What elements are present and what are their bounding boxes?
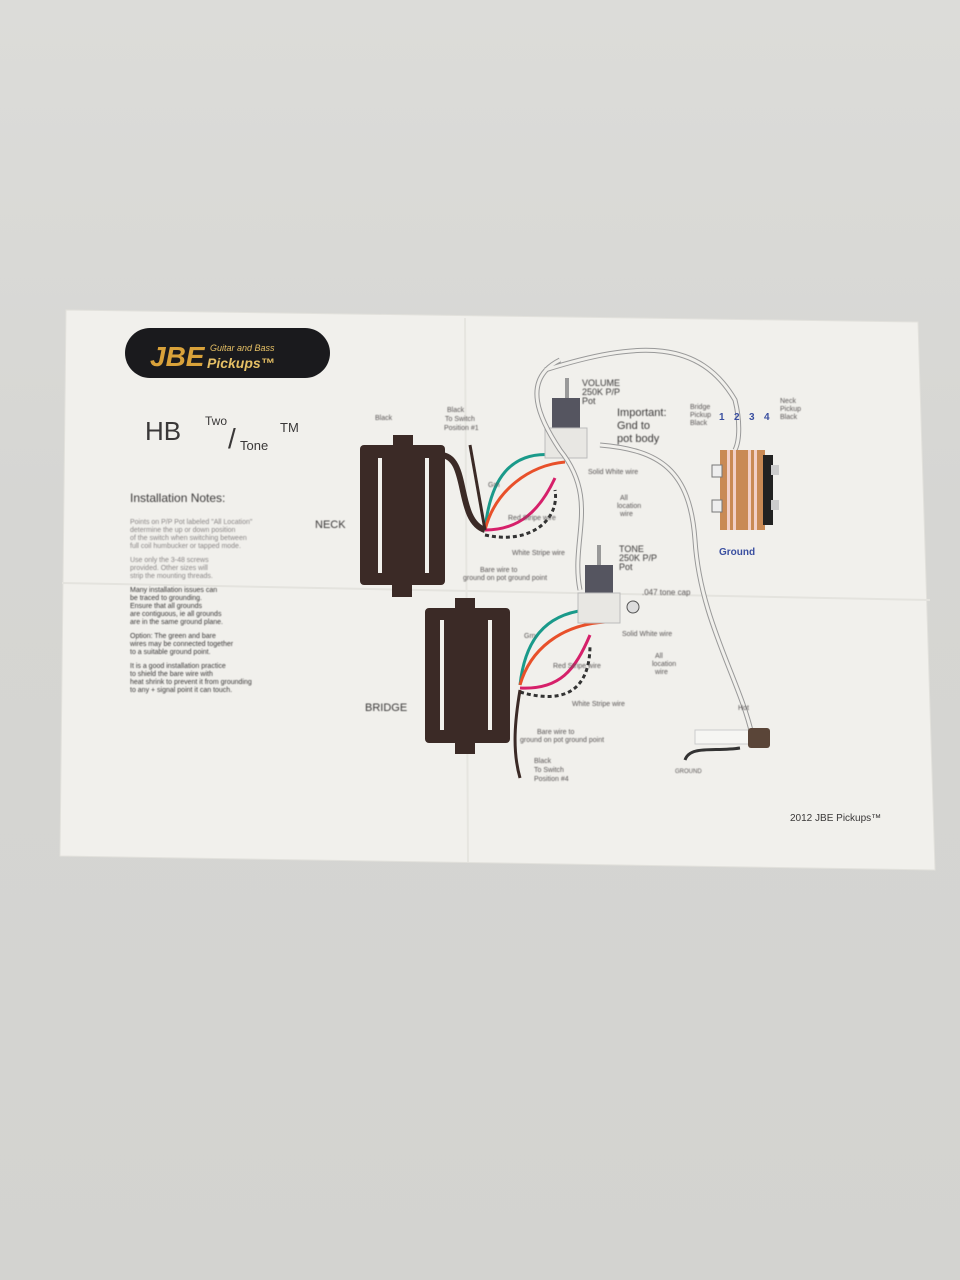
note-line: of the switch when switching between [130, 535, 247, 542]
label-bridge-pickup-2: Pickup [690, 412, 711, 419]
paper-fold-vertical [464, 317, 469, 863]
label-black-sw1: Black [447, 407, 465, 414]
label-black-sw1-2: To Switch [445, 416, 475, 423]
label-neck-pickup-3: Black [780, 414, 798, 421]
switch-number-3: 3 [749, 412, 755, 423]
note-line: are contiguous, ie all grounds [130, 611, 222, 618]
neck-wires [468, 444, 566, 539]
output-jack [683, 728, 770, 761]
label-bare-neck-2: ground on pot ground point [463, 575, 547, 582]
switch-number-4: 4 [764, 412, 770, 423]
label-tone: TONE [619, 544, 644, 554]
label-red-stripe-neck: Red Stripe wire [508, 515, 556, 522]
note-line: determine the up or down position [130, 527, 236, 534]
note-line: are in the same ground plane. [130, 619, 223, 626]
note-line: provided. Other sizes will [130, 565, 208, 572]
logo-line1: Guitar and Bass [210, 343, 275, 353]
label-white-stripe-bridge: White Stripe wire [572, 701, 625, 708]
note-line: It is a good installation practice [130, 663, 226, 670]
jbe-logo: JBE Guitar and Bass Pickups™ [125, 328, 330, 378]
label-neck: NECK [315, 519, 346, 531]
note-line: wires may be connected together [129, 641, 234, 648]
note-line: Option: The green and bare [130, 633, 216, 640]
note-line: Points on P/P Pot labeled "All Location" [130, 519, 253, 526]
label-all-location-bridge-3: wire [654, 669, 668, 676]
note-line: to shield the bare wire with [130, 671, 213, 678]
label-tone-cap: .047 tone cap [642, 588, 691, 597]
label-solid-white-neck: Solid White wire [588, 469, 638, 476]
label-bare-neck: Bare wire to [480, 567, 517, 574]
copyright-text: 2012 JBE Pickups™ [790, 813, 881, 824]
label-important: Important: [617, 407, 667, 419]
label-solid-white-bridge: Solid White wire [622, 631, 672, 638]
title-main: HB [145, 416, 181, 446]
note-line: full coil humbucker or tapped mode. [130, 543, 241, 550]
pickup-selector-switch [711, 450, 779, 530]
label-tone-2: 250K P/P [619, 553, 657, 563]
label-important-2: Gnd to [617, 420, 650, 432]
label-hot: Hot [738, 705, 749, 712]
label-all-location-bridge: All [655, 653, 663, 660]
label-neck-pickup-2: Pickup [780, 406, 801, 413]
label-black: Black [375, 415, 393, 422]
label-white-stripe-neck: White Stripe wire [512, 550, 565, 557]
label-neck-pickup: Neck [780, 398, 796, 405]
bridge-wires [513, 608, 606, 779]
note-line: strip the mounting threads. [130, 573, 213, 580]
tone-cap [626, 600, 640, 614]
label-all-location-neck-3: wire [619, 511, 633, 518]
label-all-location-bridge-2: location [652, 661, 676, 668]
title-tone: Tone [240, 438, 268, 453]
note-line: Ensure that all grounds [130, 603, 202, 610]
tone-pot [577, 545, 640, 624]
label-volume: VOLUME [582, 378, 620, 388]
title-two: Two [205, 414, 227, 428]
logo-brand: JBE [150, 341, 206, 372]
label-volume-3: Pot [582, 396, 596, 406]
note-line: heat shrink to prevent it from grounding [130, 679, 252, 686]
note-line: to a suitable ground point. [130, 649, 211, 656]
label-bare-bridge: Bare wire to [537, 729, 574, 736]
title-slash: / [228, 423, 236, 454]
note-line: Use only the 3-48 screws [130, 557, 209, 564]
switch-number-2: 2 [734, 412, 740, 423]
label-important-3: pot body [617, 433, 660, 445]
label-volume-2: 250K P/P [582, 387, 620, 397]
label-all-location-neck-2: location [617, 503, 641, 510]
note-line: to any + signal point it can touch. [130, 687, 232, 694]
label-bare-bridge-2: ground on pot ground point [520, 737, 604, 744]
notes-heading: Installation Notes: [130, 491, 225, 505]
label-ground-jack: GROUND [675, 769, 702, 775]
label-black-sw4: Black [534, 758, 552, 765]
label-bridge: BRIDGE [365, 702, 407, 714]
label-tone-3: Pot [619, 562, 633, 572]
label-black-sw1-3: Position #1 [444, 425, 479, 432]
paper-fold [61, 582, 931, 601]
label-black-sw4-2: To Switch [534, 767, 564, 774]
note-line: be traced to grounding. [130, 595, 202, 602]
label-black-sw4-3: Position #4 [534, 776, 569, 783]
bridge-pickup [425, 598, 510, 754]
neck-pickup [360, 435, 487, 597]
label-green-neck: Grn [488, 482, 500, 489]
product-title: HB Two / Tone TM [145, 414, 299, 454]
label-all-location-neck: All [620, 495, 628, 502]
logo-line2: Pickups™ [207, 355, 275, 371]
label-switch-ground: Ground [719, 547, 755, 558]
label-bridge-pickup-3: Black [690, 420, 708, 427]
label-bridge-pickup: Bridge [690, 404, 710, 411]
switch-number-1: 1 [719, 412, 725, 423]
title-tm: TM [280, 420, 299, 435]
label-red-stripe-bridge: Red Stripe wire [553, 663, 601, 670]
note-line: Many installation issues can [130, 587, 217, 594]
label-green-bridge: Grn [524, 633, 536, 640]
installation-notes: Installation Notes: Points on P/P Pot la… [129, 491, 253, 694]
